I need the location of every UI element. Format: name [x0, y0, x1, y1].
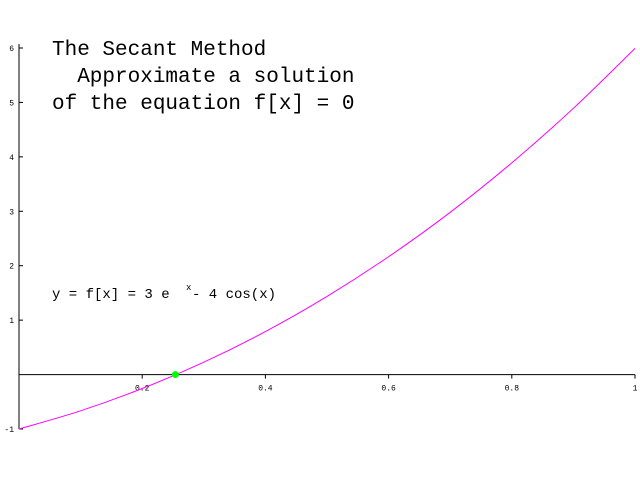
chart-title: The Secant Method Approximate a solution…	[52, 39, 354, 116]
y-tick-label: 1	[9, 317, 14, 326]
root-point	[171, 371, 179, 379]
points-group	[171, 371, 179, 379]
y-tick-label: 2	[9, 263, 14, 272]
x-tick-label: 0.2	[135, 385, 150, 394]
y-tick-label: 6	[9, 45, 14, 54]
function-curve	[18, 48, 636, 430]
y-tick-label: 3	[9, 208, 14, 217]
equation-suffix: - 4 cos(x)	[192, 287, 276, 303]
equation-prefix: y = f[x] = 3 e	[52, 287, 170, 303]
title-line-1: The Secant Method	[52, 39, 266, 62]
title-line-3: of the equation f[x] = 0	[52, 93, 354, 116]
title-line-2: Approximate a solution	[52, 66, 354, 89]
y-tick-label: 4	[9, 154, 14, 163]
x-tick-label: 0.8	[505, 385, 520, 394]
equation-label: y = f[x] = 3 e x - 4 cos(x)	[52, 283, 276, 303]
x-tick-label: 0.4	[258, 385, 273, 394]
y-tick-label: -1	[4, 426, 14, 435]
y-tick-label: 5	[9, 99, 14, 108]
x-tick-label: 1	[633, 385, 638, 394]
ticks: 0.2 0.4 0.6 0.8 1 -1 1 2 3 4 5 6	[4, 45, 637, 435]
series-group	[18, 48, 636, 430]
axes	[18, 44, 635, 429]
x-tick-label: 0.6	[381, 385, 396, 394]
equation-superscript: x	[186, 283, 191, 293]
